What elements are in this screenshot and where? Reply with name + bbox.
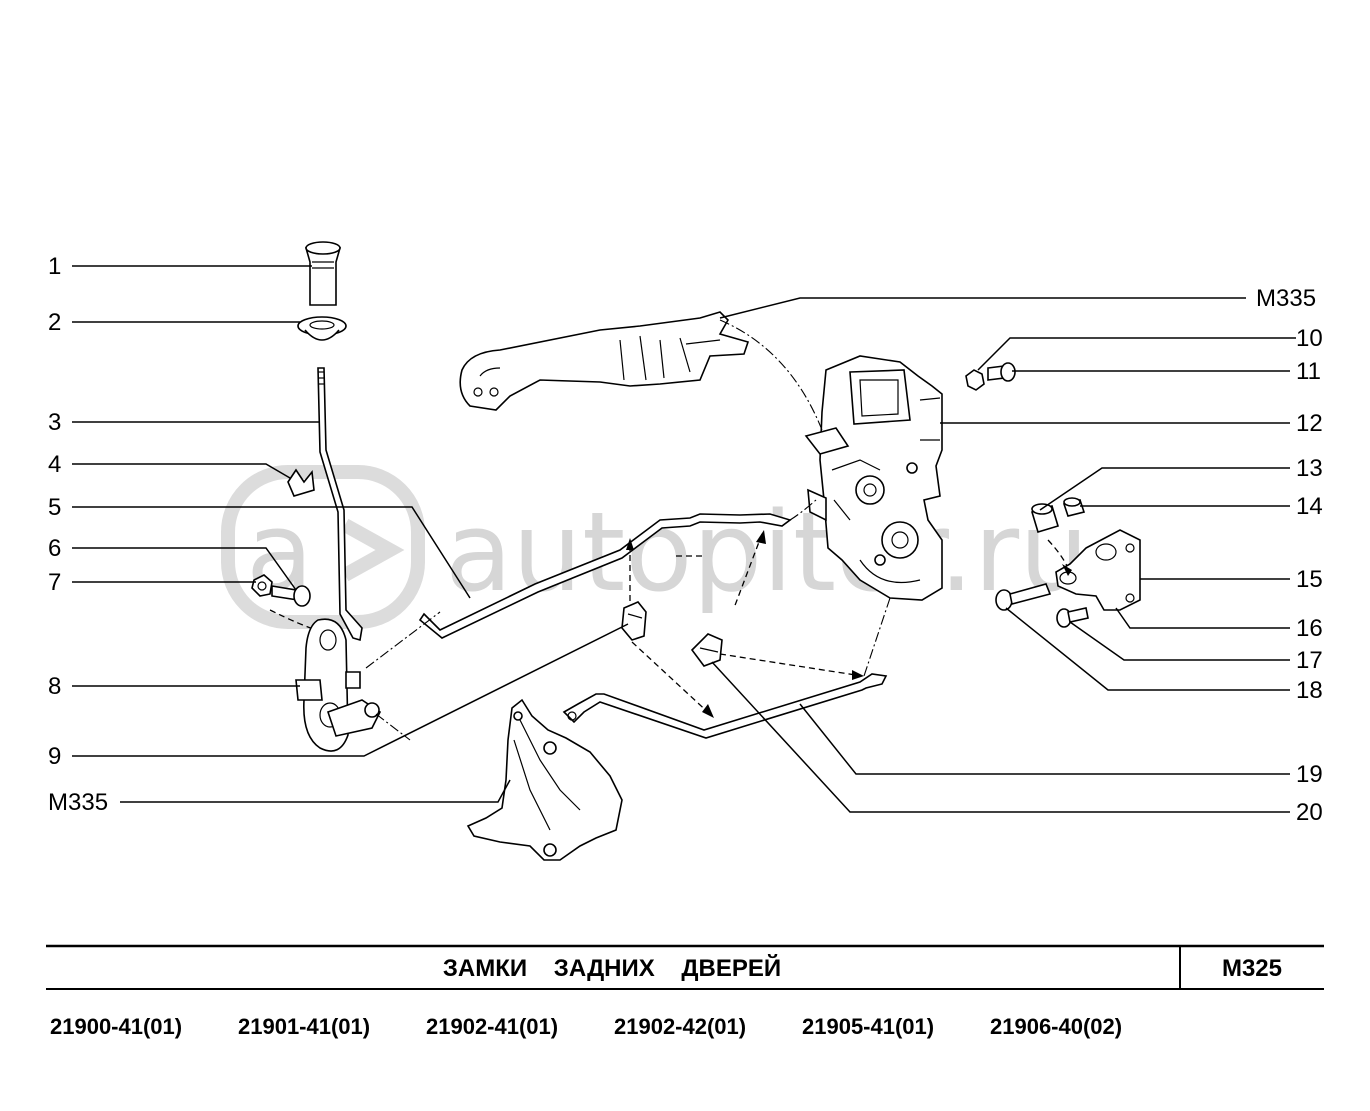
assembly-lines <box>365 319 1072 741</box>
part-13-14-bushings <box>1031 497 1086 569</box>
callout-20: 20 <box>1296 799 1323 826</box>
part-19-lower-rod <box>562 673 888 739</box>
part-3-lock-rod <box>317 367 363 642</box>
callout-19: 19 <box>1296 761 1323 788</box>
callout-1: 1 <box>48 253 61 280</box>
part-9-rod-clip <box>621 601 647 641</box>
callout-m335-left: M335 <box>48 789 108 816</box>
callout-13: 13 <box>1296 455 1323 482</box>
model-code: 21900-41(01) <box>50 1014 182 1039</box>
part-17-18-screws <box>995 583 1089 628</box>
callout-m335-right: M335 <box>1256 285 1316 312</box>
callout-12: 12 <box>1296 410 1323 437</box>
model-code: 21902-41(01) <box>426 1014 558 1039</box>
part-12-door-lock <box>804 355 943 601</box>
model-code: 21901-41(01) <box>238 1014 370 1039</box>
part-5-long-rod <box>418 513 792 639</box>
part-6-7-nut-and-screw <box>251 574 323 633</box>
callout-8: 8 <box>48 673 61 700</box>
model-code: 21906-40(02) <box>990 1014 1122 1039</box>
callout-9: 9 <box>48 743 61 770</box>
part-2-grommet <box>297 316 347 341</box>
page-title: ЗАМКИ ЗАДНИХ ДВЕРЕЙ <box>443 954 781 982</box>
callout-17: 17 <box>1296 647 1323 674</box>
callout-2: 2 <box>48 309 61 336</box>
title-block: ЗАМКИ ЗАДНИХ ДВЕРЕЙ M325 21900-41(01) 21… <box>46 944 1324 1039</box>
callout-15: 15 <box>1296 566 1323 593</box>
part-4-clip <box>287 468 315 497</box>
callout-18: 18 <box>1296 677 1323 704</box>
part-15-striker-plate <box>1055 529 1141 611</box>
part-inside-door-handle <box>466 698 623 861</box>
part-outside-door-handle <box>459 311 750 411</box>
part-1-sleeve <box>304 241 342 306</box>
callout-16: 16 <box>1296 615 1323 642</box>
callout-14: 14 <box>1296 493 1323 520</box>
sheet-code: M325 <box>1222 955 1282 982</box>
callout-5: 5 <box>48 494 61 521</box>
callout-6: 6 <box>48 535 61 562</box>
leader-lines <box>72 265 1296 813</box>
watermark-arrow-icon <box>341 518 405 582</box>
callout-7: 7 <box>48 569 61 596</box>
part-10-11-nut-screw <box>965 362 1016 391</box>
watermark-text: autopiter.ru <box>445 488 1089 616</box>
part-20-rod-clip <box>690 633 723 667</box>
callout-labels: 1 2 3 4 5 6 7 8 9 M335 M335 10 11 12 13 … <box>48 253 1323 826</box>
callout-4: 4 <box>48 451 61 478</box>
callout-11: 11 <box>1296 358 1321 385</box>
callout-3: 3 <box>48 409 61 436</box>
model-code: 21902-42(01) <box>614 1014 746 1039</box>
part-8-lever-bracket <box>295 618 382 752</box>
callout-10: 10 <box>1296 325 1323 352</box>
model-code: 21905-41(01) <box>802 1014 934 1039</box>
watermark: a autopiter.ru <box>221 465 1089 629</box>
